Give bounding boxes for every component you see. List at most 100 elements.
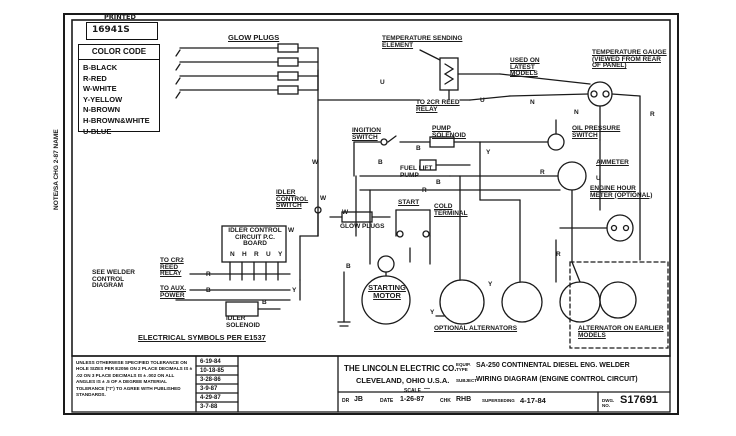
wire-letter: W	[288, 227, 295, 234]
printed-stamp-box	[86, 22, 158, 40]
equip-type: SA-250 CONTINENTAL DIESEL ENG. WELDER	[476, 362, 630, 369]
color-code-item: Y-YELLOW	[83, 94, 123, 104]
alternator-earlier-label: ALTERNATOR ON EARLIER MODELS	[578, 325, 664, 339]
wire-letter: N	[574, 109, 579, 116]
idler-solenoid-label: IDLER SOLENOID	[226, 315, 260, 329]
idler-solenoid-symbol	[225, 301, 281, 317]
revision-date: 4-29-87	[200, 395, 221, 401]
wire-letter: U	[266, 251, 271, 258]
printed-stamp-label: PRINTED	[104, 13, 136, 21]
wiring-runs	[299, 99, 601, 301]
color-code-item: B-BLACK	[83, 63, 118, 72]
color-code-item: U-BLUE	[83, 126, 112, 136]
checked-label: CHK	[440, 398, 451, 404]
date-label: DATE	[380, 398, 394, 404]
ammeter-label: AMMETER	[596, 159, 629, 166]
alternator-earlier-symbol	[569, 261, 669, 349]
wire-letter: Y	[488, 281, 493, 288]
glow-plugs-mid-symbol	[329, 211, 391, 223]
wire-letter: U	[380, 79, 385, 86]
idler-pc-board-symbol	[175, 225, 291, 301]
color-code-list: B-BLACK R-RED W-WHITE Y-YELLOW N-BROWN H…	[83, 63, 150, 137]
wire-letter: H	[242, 251, 247, 258]
wire-letter: Y	[430, 309, 435, 316]
oil-pressure-switch-symbol	[479, 119, 565, 151]
ammeter-symbol	[449, 161, 587, 263]
ignition-pump-circuit	[353, 135, 561, 191]
wire-letter: Y	[486, 149, 491, 156]
wire-letter: W	[320, 195, 327, 202]
wire-letter: R	[650, 111, 655, 118]
title-block-frame	[71, 355, 671, 413]
start-switch-symbol	[395, 209, 431, 263]
wire-letter: R	[556, 251, 561, 258]
temperature-element-label: TEMPERATURE SENDING ELEMENT	[382, 35, 463, 49]
wire-letter: Y	[278, 251, 283, 258]
used-on-label: USED ON LATEST MODELS	[510, 57, 540, 77]
wire-letter: R	[540, 169, 545, 176]
wire-letter: N	[530, 99, 535, 106]
scale-value: —	[424, 386, 430, 392]
starting-motor-symbol	[337, 255, 411, 327]
oil-pressure-label: OIL PRESSURE SWITCH	[572, 125, 621, 139]
wire-letter: W	[312, 159, 319, 166]
company-name: THE LINCOLN ELECTRIC CO.	[344, 364, 457, 373]
sheet-border	[63, 13, 679, 415]
wire-letter: B	[436, 179, 441, 186]
printed-stamp-number: 16941S	[92, 25, 130, 35]
wire-letter: U	[596, 175, 601, 182]
wire-letter: B	[262, 299, 267, 306]
starting-motor-label: STARTING MOTOR	[368, 283, 406, 300]
glow-plugs-top-symbol	[175, 43, 319, 237]
color-code-title: COLOR CODE	[79, 45, 159, 60]
glow-plugs-label: GLOW PLUGS	[228, 33, 280, 42]
equip-type-label: EQUIP. TYPE	[456, 362, 471, 372]
wire-letter: N	[230, 251, 235, 258]
color-code-item: H-BROWN&WHITE	[83, 115, 150, 125]
wire-letter: Y	[292, 287, 297, 294]
fuel-lift-pump-label: FUEL LIFT PUMP	[400, 165, 433, 179]
wire-letter: W	[342, 209, 349, 216]
wire-letter: B	[346, 263, 351, 270]
optional-alternators-label: OPTIONAL ALTERNATORS	[434, 325, 518, 332]
wire-letter: R	[254, 251, 259, 258]
color-code-item: W-WHITE	[83, 84, 117, 94]
revision-date: 10-18-85	[200, 368, 225, 374]
wire-letter: B	[378, 159, 383, 166]
idler-control-switch-label: IDLER CONTROL SWITCH	[276, 189, 309, 209]
wire-letter: R	[422, 187, 427, 194]
drawn-by-label: DR	[342, 398, 350, 404]
superseding-date: 4-17-84	[520, 396, 546, 405]
date-value: 1-26-87	[400, 396, 425, 403]
tolerance-note: UNLESS OTHERWISE SPECIFIED TOLERANCE ON …	[76, 360, 193, 398]
revision-date: 3-7-88	[200, 404, 218, 410]
superseding-label: SUPERSEDING	[482, 398, 515, 403]
to-2cr-label: TO 2CR REED RELAY	[416, 99, 460, 113]
color-code-item: R-RED	[83, 73, 107, 83]
color-code-item: N-BROWN	[83, 105, 121, 115]
wire-letter: R	[206, 271, 211, 278]
cold-terminal-label: COLD TERMINAL	[434, 203, 468, 217]
glow-plugs-mid-label: GLOW PLUGS	[340, 223, 385, 230]
to-cr2-label: TO CR2 REED RELAY	[160, 257, 184, 277]
start-label: START	[398, 199, 420, 206]
temperature-element-symbol	[419, 49, 591, 101]
subject-text: WIRING DIAGRAM (ENGINE CONTROL CIRCUIT)	[476, 376, 638, 383]
revision-date: 3-28-86	[200, 377, 221, 383]
company-city: CLEVELAND, OHIO U.S.A.	[356, 376, 450, 385]
subject-label: SUBJECT	[456, 378, 478, 383]
temperature-gauge-symbol	[469, 81, 641, 261]
side-margin-text: NOTE/SA CHG 2-87 NAME	[53, 129, 60, 210]
ignition-switch-label: INGITION SWITCH	[352, 127, 381, 141]
scale-label: SCALE	[404, 388, 421, 394]
engine-hour-meter-symbol	[559, 214, 634, 242]
idler-board-label: IDLER CONTROL CIRCUIT P.C. BOARD	[228, 227, 282, 247]
drawing-number-label: DWG. NO.	[602, 398, 615, 408]
revision-date: 3-9-87	[200, 386, 218, 392]
temperature-gauge-label: TEMPERATURE GAUGE (VIEWED FROM REAR OF P…	[592, 49, 667, 69]
drawn-by: JB	[354, 396, 363, 403]
color-code-legend: COLOR CODE B-BLACK R-RED W-WHITE Y-YELLO…	[78, 44, 160, 136]
to-aux-label: TO AUX. POWER	[160, 285, 187, 299]
